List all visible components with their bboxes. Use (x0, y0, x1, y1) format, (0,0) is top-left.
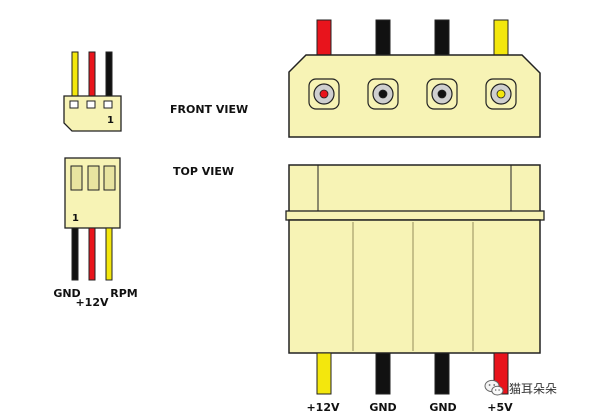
top-view-label: TOP VIEW (173, 165, 234, 178)
fan-top-wire-yellow (105, 227, 113, 281)
fan-front-pin1-label: 1 (107, 115, 114, 126)
molex-top-wire-black (434, 352, 450, 395)
molex-front-wire-red (316, 19, 332, 58)
front-view-label: FRONT VIEW (170, 103, 248, 116)
molex-pin-label-gnd: GND (369, 401, 396, 414)
watermark: 猫耳朵朵 (484, 377, 557, 399)
molex-front-socket (426, 78, 458, 110)
fan-front-wire-red (88, 51, 96, 99)
fan-front-pin-slot (69, 100, 79, 109)
fan-pin-label-12v: +12V (75, 296, 109, 309)
molex-top-latch-ridge (285, 210, 545, 221)
molex-front-wire-yellow (493, 19, 509, 58)
fan-connector-front-view: 1 (63, 51, 122, 132)
fan-front-pin-slot (103, 100, 113, 109)
molex-top-lower-housing (288, 219, 541, 354)
fan-front-wire-yellow (71, 51, 79, 99)
molex-front-socket (367, 78, 399, 110)
fan-top-wire-black (71, 227, 79, 281)
fan-pin-label-rpm: RPM (110, 287, 137, 300)
molex-top-wire-black (375, 352, 391, 395)
fan-pin-label-gnd: GND (53, 287, 80, 300)
molex-connector-front-view (288, 19, 541, 138)
fan-top-pin-slot (103, 165, 116, 191)
fan-front-pin-slot (86, 100, 96, 109)
molex-front-wire-black (434, 19, 450, 58)
fan-top-pin-slot (87, 165, 100, 191)
molex-pin-label-5v: +5V (487, 401, 513, 414)
molex-top-wire-yellow (316, 352, 332, 395)
molex-front-socket (308, 78, 340, 110)
molex-pin-label-12v: +12V (306, 401, 340, 414)
watermark-text: 猫耳朵朵 (509, 381, 558, 396)
molex-front-housing (288, 54, 541, 138)
fan-connector-top-view: 1 (64, 157, 121, 281)
molex-pin-label-gnd: GND (429, 401, 456, 414)
fan-top-wire-red (88, 227, 96, 281)
wechat-icon (484, 379, 504, 396)
fan-top-pin-slot (70, 165, 83, 191)
molex-front-wire-black (375, 19, 391, 58)
fan-front-wire-black (105, 51, 113, 99)
fan-top-pin1-label: 1 (72, 213, 79, 224)
molex-connector-top-view (285, 164, 545, 395)
molex-top-upper-housing (288, 164, 541, 214)
molex-front-socket (485, 78, 517, 110)
